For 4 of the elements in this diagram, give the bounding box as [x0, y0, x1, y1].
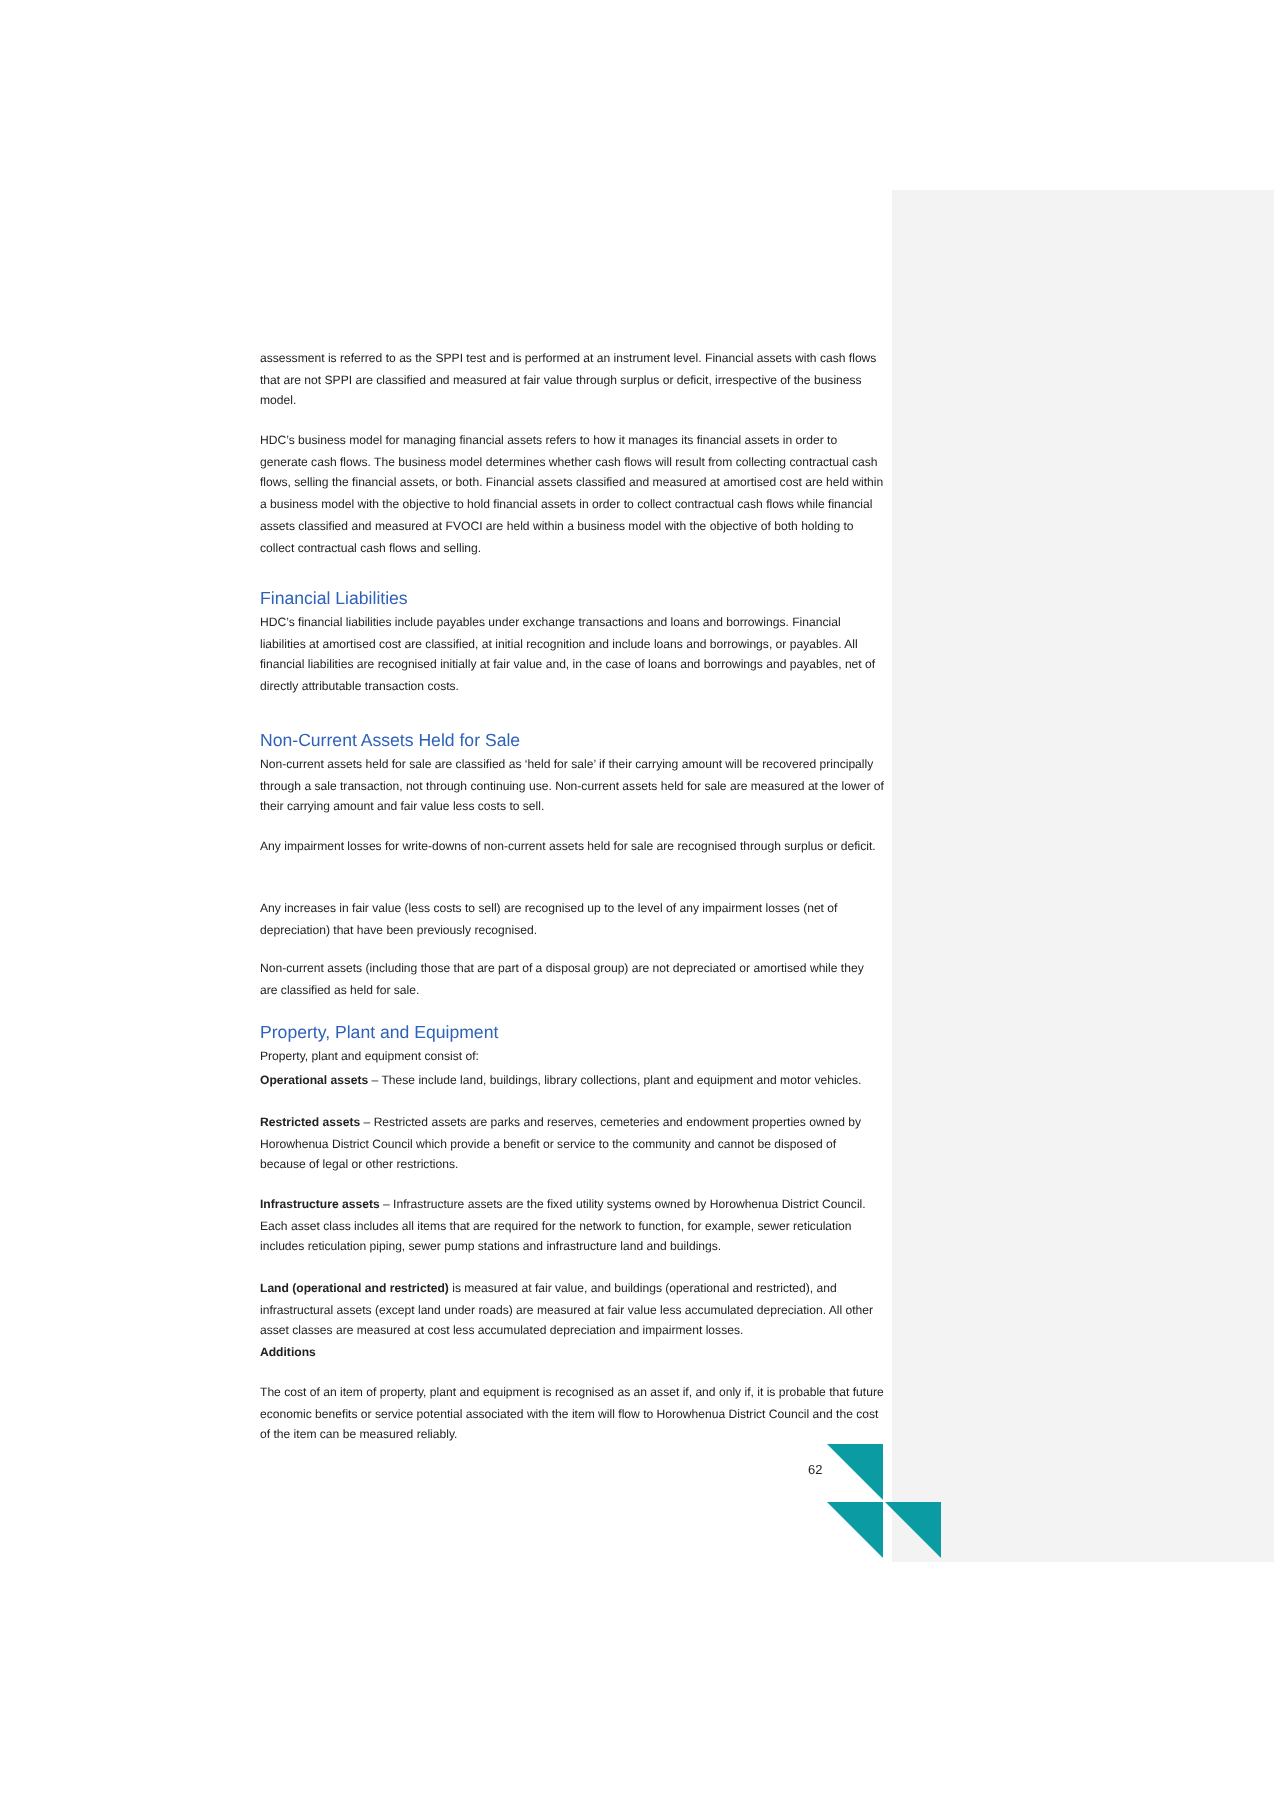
- section-heading: Non-Current Assets Held for Sale: [260, 730, 521, 752]
- section-heading: Property, Plant and Equipment: [260, 1022, 499, 1044]
- comment-margin: [892, 190, 1274, 1562]
- section-heading: Financial Liabilities: [260, 588, 408, 610]
